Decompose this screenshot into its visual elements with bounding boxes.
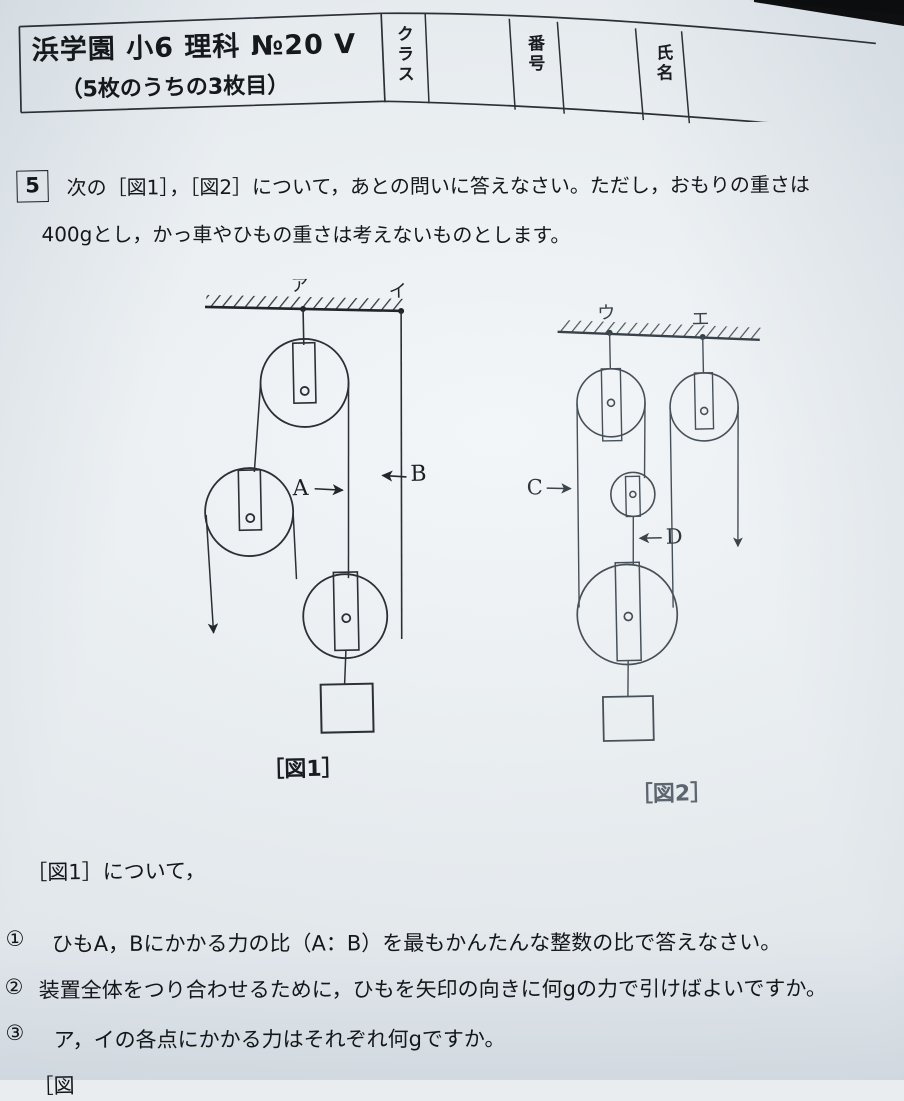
ceiling-label-b: イ [389,281,407,302]
question-number-box: 5 [16,170,49,203]
rope-label-c: C [526,475,543,499]
question-stem-line2: 400gとし，かっ車やひもの重さは考えないものとします。 [41,218,570,248]
pulley-movable-small-fig2 [610,472,655,517]
pulley-movable-left [204,467,294,557]
question-stem-line1: 次の［図1］，［図2］について，あとの問いに答えなさい。ただし，おもりの重さは [66,168,809,200]
next-section-partial: ［図 [32,1070,75,1101]
worksheet-title: 浜学園 小6 理科 №20 V [31,22,356,68]
rope-label-d: D [665,524,682,548]
pulley-fixed-left-fig2 [576,368,645,441]
figure-2-caption: ［図2］ [631,775,713,809]
ceiling-label-d: エ [691,309,709,330]
ceiling-label-a: ア [290,276,308,297]
subquestion-marker-2: ② [4,975,23,999]
rope-label-b: B [410,462,427,487]
subquestion-text-1: ひもA，Bにかかる力の比（A：B）を最もかんたんな整数の比で答えなさい。 [52,926,782,958]
header-table: 浜学園 小6 理科 №20 V （5枚のうちの3枚目） クラス 番号 氏名 [17,0,871,129]
pulley-movable-bottom [302,571,388,659]
pulley-fixed-right-fig2 [669,372,738,441]
figure-1-diagram: ア イ [172,276,481,752]
class-label: クラス [391,25,413,85]
pulley-fixed-top [260,338,350,428]
weight-block-fig1 [321,684,374,733]
subquestion-marker-3: ③ [5,1021,24,1045]
subquestion-marker-1: ① [5,927,24,951]
ceiling-fig2 [557,316,761,344]
number-label: 番号 [523,34,545,74]
figure-1-caption: ［図1］ [262,750,344,784]
ceiling-label-c: ウ [597,303,615,324]
weight-block-fig2 [603,696,654,741]
figure-2-diagram: ウ エ [517,292,856,769]
rope-label-a: A [291,476,309,501]
subquestion-heading: ［図1］について， [26,855,206,887]
worksheet-subtitle: （5枚のうちの3枚目） [60,67,289,104]
name-label: 氏名 [651,44,673,84]
title-box: 浜学園 小6 理科 №20 V （5枚のうちの3枚目） [17,15,381,120]
pulley-movable-large-fig2 [576,562,678,666]
subquestion-text-2: 装置全体をつり合わせるために，ひもを矢印の向きに何gの力で引けばよいですか。 [39,972,827,1004]
subquestion-text-3: ア，イの各点にかかる力はそれぞれ何gですか。 [54,1023,506,1054]
